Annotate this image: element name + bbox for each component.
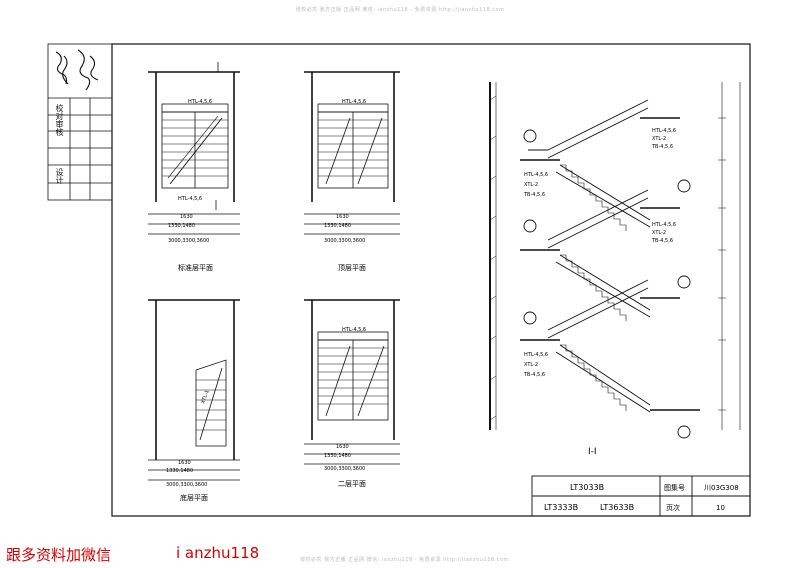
- plan-top: [304, 71, 400, 235]
- plan-ground-caption: 底层平面: [180, 493, 208, 502]
- plan-top-dim-2: 1330,1480: [324, 223, 351, 229]
- title-page-no: 10: [716, 504, 725, 512]
- plan-standard-caption: 标准层平面: [178, 263, 213, 272]
- title-page-label: 页次: [666, 503, 680, 512]
- plan-second-beam: HTL-4,5,6: [342, 327, 366, 333]
- section-label-8: XTL-2: [652, 230, 666, 236]
- plan-top-dim-1: 1630: [336, 214, 349, 220]
- plan-top-dim-3: 3000,3300,3600: [324, 238, 365, 244]
- plan-ground-dim-1: 1630: [178, 460, 191, 466]
- section-label-12: TB-4,5,6: [523, 372, 545, 378]
- plan-standard-dim-3: 3000,3300,3600: [168, 238, 209, 244]
- plan-second-dim-2: 1330,1480: [324, 453, 351, 459]
- plan-standard-dim-2: 1330,1480: [168, 223, 195, 229]
- plan-standard-beam: HTL-4,5,6: [188, 99, 212, 105]
- approval-row-2: 审核: [55, 120, 64, 136]
- plan-standard: [148, 62, 240, 235]
- promo-text-left: 跟多资料加微信: [6, 546, 112, 564]
- approval-row-3: 设计: [55, 168, 64, 184]
- section-label-6: TB-4,5,6: [523, 192, 545, 198]
- left-approval-strip: [47, 43, 113, 201]
- sheet-border: [111, 43, 751, 517]
- plan-standard-beam-bottom: HTL-4,5,6: [178, 196, 202, 202]
- section-label-7: HTL-4,5,6: [652, 222, 676, 228]
- plan-second-dim-1: 1630: [336, 444, 349, 450]
- signature-scribble: [55, 49, 99, 91]
- title-block-frame: [531, 475, 751, 517]
- plan-top-caption: 顶层平面: [338, 264, 366, 272]
- title-model-1: LT3033B: [570, 483, 604, 492]
- plan-ground-dim-3: 3000,3300,3600: [166, 482, 207, 488]
- section-label-3: TB-4,5,6: [651, 144, 673, 150]
- promo-text-right: i anzhu118: [176, 544, 260, 562]
- plan-second-caption: 二层平面: [338, 480, 366, 488]
- section-label-11: XTL-2: [524, 362, 538, 368]
- plan-second: [304, 299, 400, 465]
- title-atlas-label: 图集号: [664, 483, 685, 492]
- section-label-10: HTL-4,5,6: [524, 352, 548, 358]
- title-model-2: LT3333B: [544, 503, 578, 512]
- section-label-9: TB-4,5,6: [651, 238, 673, 244]
- title-atlas-no: 川03G308: [704, 484, 739, 492]
- section-label-4: HTL-4,5,6: [524, 172, 548, 178]
- section-label-5: XTL-2: [524, 182, 538, 188]
- watermark-bottom: 侵权必究 我方正版 正品网 微信: ianzhu118 - 免费资源 http:…: [300, 557, 509, 563]
- plan-top-beam: HTL-4,5,6: [342, 99, 366, 105]
- plan-standard-dim-1: 1630: [180, 214, 193, 220]
- title-model-3: LT3633B: [600, 503, 634, 512]
- section-label-2: XTL-2: [652, 136, 666, 142]
- plan-ground-beam: XTL-1: [200, 389, 210, 404]
- approval-row-1: 校对: [55, 104, 64, 120]
- plan-ground: [148, 299, 240, 481]
- section-drawing: [489, 82, 741, 439]
- watermark-top: 侵权必究 我方正版 正品网 微信: ianzhu118 - 免费资源 http:…: [295, 7, 505, 13]
- plan-second-dim-3: 3000,3300,3600: [324, 466, 365, 472]
- plan-ground-dim-2: 1330,1480: [166, 468, 193, 474]
- section-label-1: HTL-4,5,6: [652, 128, 676, 134]
- section-caption: I-I: [588, 447, 597, 457]
